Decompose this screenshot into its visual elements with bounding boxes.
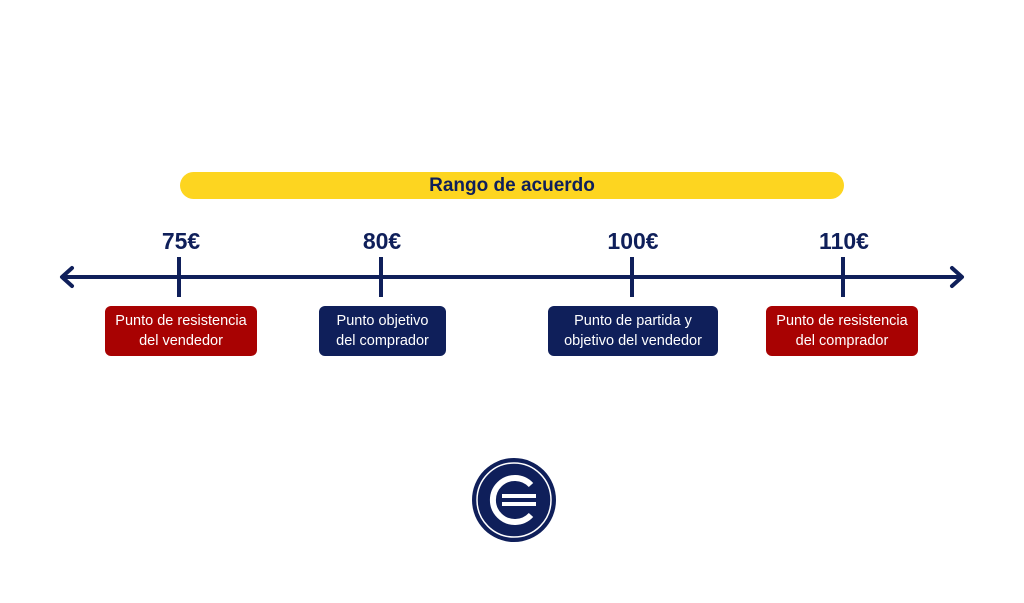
agreement-range-bar: Rango de acuerdo [180, 172, 844, 199]
price-label-75: 75€ [161, 228, 201, 254]
seller-start-target-point-box: Punto de partida y objetivo del vendedor [548, 306, 718, 356]
price-label-80: 80€ [362, 228, 402, 254]
box-text-line: objetivo del vendedor [564, 333, 702, 349]
box-text-line: del vendedor [139, 333, 223, 349]
left-arrow-icon [60, 266, 74, 288]
right-arrow-icon [950, 266, 964, 288]
box-text-line: Punto objetivo [336, 313, 429, 329]
box-text-line: Punto de partida y [574, 313, 692, 329]
price-label-110: 110€ [819, 228, 869, 254]
box-text-line: del comprador [336, 333, 429, 349]
seller-resistance-point-box: Punto de resistencia del vendedor [105, 306, 257, 356]
buyer-target-point-box: Punto objetivo del comprador [319, 306, 446, 356]
buyer-resistance-point-box: Punto de resistencia del comprador [766, 306, 918, 356]
box-text-line: Punto de resistencia [115, 313, 247, 329]
box-text-line: del comprador [795, 333, 889, 349]
price-label-100: 100€ [607, 228, 659, 254]
euro-circle-logo-icon [472, 458, 556, 542]
agreement-range-label: Rango de acuerdo [429, 174, 595, 196]
box-text-line: Punto de resistencia [776, 313, 908, 329]
